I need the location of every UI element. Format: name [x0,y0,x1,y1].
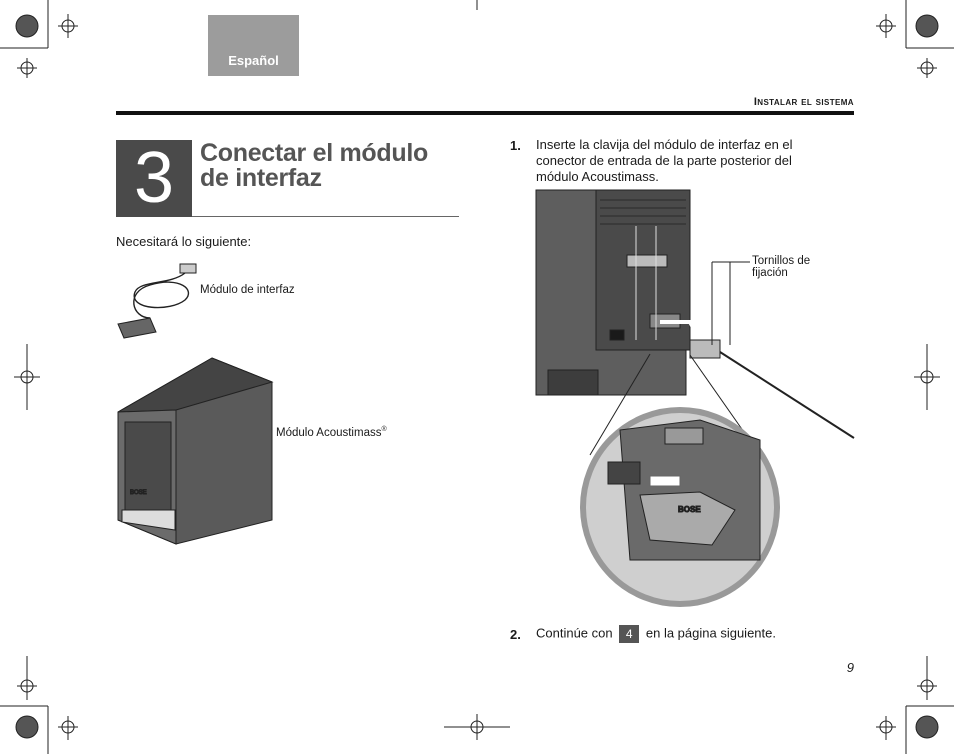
brand-logo-small: BOSE [130,490,147,496]
step-reference-badge: 4 [619,625,640,643]
interface-module-label: Módulo de interfaz [200,284,295,296]
registration-mark-top-right [876,0,954,78]
instruction-2-after: en la página siguiente. [645,625,776,641]
instruction-1: 1. [510,137,521,155]
magnified-connector-inset: BOSE [580,407,780,607]
section-title: Instalar el sistema [753,96,854,108]
registration-mark-top-left [0,0,78,78]
instruction-2: 2. [510,626,521,644]
acoustimass-label: Módulo Acoustimass® [276,426,387,439]
acoustimass-label-text: Módulo Acoustimass [276,426,382,439]
interface-module-illustration [117,263,197,339]
language-tab: Español [208,15,299,76]
registration-mark-mid-right [914,344,940,410]
registration-mark-bottom-left [0,656,78,754]
acoustimass-module-illustration: BOSE [117,357,274,545]
instruction-2-before: Continúe con [536,625,613,641]
step-heading: Conectar el módulo de interfaz [200,139,428,192]
header-rule [116,111,854,115]
rear-panel-illustration [535,189,855,456]
brand-logo-large: BOSE [678,505,701,514]
registration-mark-mid-left [14,344,40,410]
needs-label: Necesitará lo siguiente: [116,234,252,249]
heading-underline [192,216,459,217]
instruction-number: 1. [510,138,521,153]
instruction-1-text: Inserte la clavija del módulo de interfa… [536,137,793,184]
registration-mark-bottom-right [876,656,954,754]
callout-screws: Tornillos de fijación [752,255,811,279]
instruction-2-text: Continúe con 4 en la página siguiente. [536,625,776,643]
registration-mark-bottom-center [444,714,510,740]
step-number-box: 3 [116,140,192,217]
instruction-number: 2. [510,627,521,642]
page-number: 9 [846,660,854,675]
registered-mark: ® [381,426,387,433]
